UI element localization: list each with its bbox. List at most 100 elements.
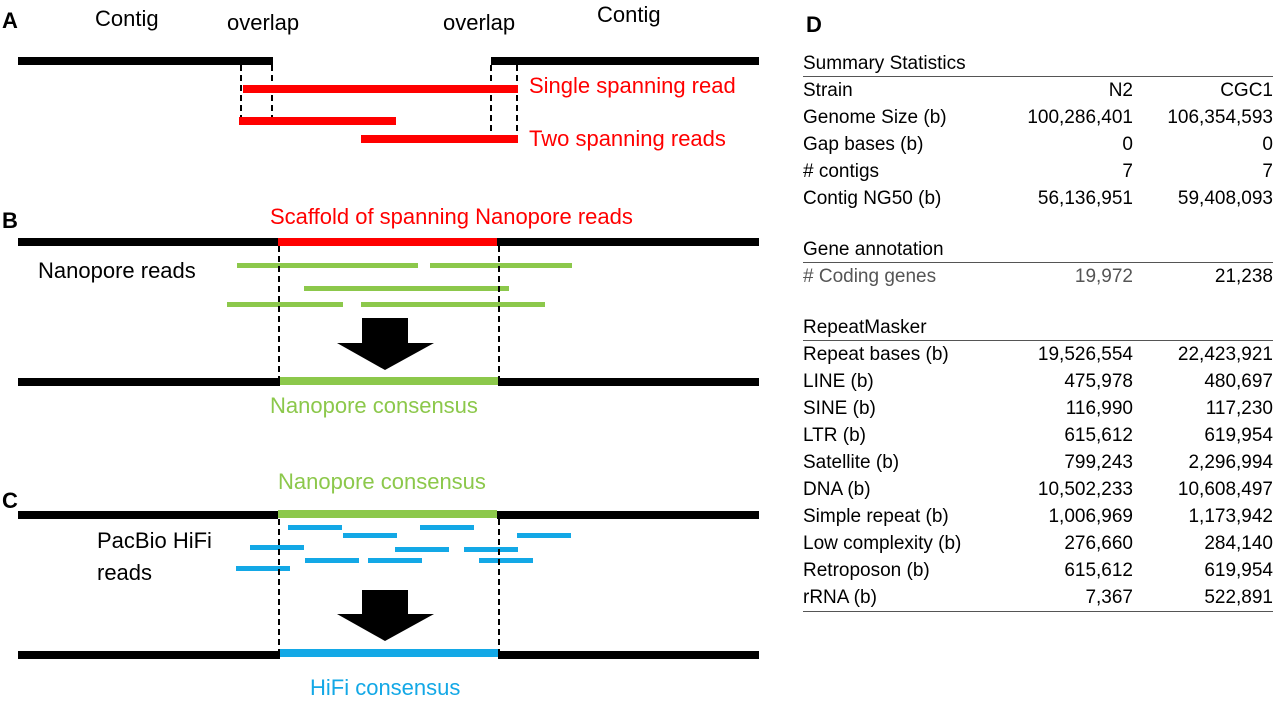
row-label: Gap bases (b) bbox=[803, 134, 924, 155]
table-row: Contig NG50 (b) 56,136,951 59,408,093 bbox=[803, 185, 1273, 212]
table-row: Satellite (b) 799,243 2,296,994 bbox=[803, 449, 1273, 476]
table-row: Simple repeat (b) 1,006,969 1,173,942 bbox=[803, 503, 1273, 530]
nanopore-consensus-bar bbox=[278, 510, 497, 518]
row-label: # Coding genes bbox=[803, 266, 937, 287]
cgc1-value: 284,140 bbox=[1204, 533, 1273, 554]
table-row: Gap bases (b) 0 0 bbox=[803, 131, 1273, 158]
n2-value: 116,990 bbox=[1065, 398, 1133, 419]
table-row: rRNA (b) 7,367 522,891 bbox=[803, 584, 1273, 612]
table-row: Genome Size (b) 100,286,401 106,354,593 bbox=[803, 104, 1273, 131]
cgc1-value: 106,354,593 bbox=[1167, 107, 1273, 128]
n2-value: 19,526,554 bbox=[1037, 344, 1133, 365]
row-label: Low complexity (b) bbox=[803, 533, 962, 554]
contig-right-bar-bottom bbox=[498, 651, 759, 659]
hifi-read bbox=[420, 525, 474, 530]
row-label: Contig NG50 (b) bbox=[803, 188, 942, 209]
hifi-reads bbox=[236, 525, 571, 571]
table-row: LTR (b) 615,612 619,954 bbox=[803, 422, 1273, 449]
contig-right-bar-top bbox=[497, 511, 759, 519]
cgc1-value: 2,296,994 bbox=[1188, 452, 1273, 473]
panel-a: A Contig overlap overlap Contig Single s… bbox=[2, 2, 759, 151]
contig-left-bar-bottom bbox=[18, 651, 280, 659]
n2-value: 1,006,969 bbox=[1048, 506, 1133, 527]
spanning-read-2-bar bbox=[361, 135, 518, 143]
n2-value: 10,502,233 bbox=[1037, 479, 1133, 500]
row-label: Satellite (b) bbox=[803, 452, 900, 473]
contig-left-label: Contig bbox=[95, 6, 159, 31]
table-row: # Coding genes 19,972 21,238 bbox=[803, 263, 1273, 290]
cgc1-value: 10,608,497 bbox=[1177, 479, 1273, 500]
hifi-read bbox=[395, 547, 449, 552]
single-spanning-read-label: Single spanning read bbox=[529, 73, 736, 98]
n2-value: 7,367 bbox=[1085, 587, 1133, 608]
cgc1-value: 7 bbox=[1262, 161, 1273, 182]
nanopore-read bbox=[227, 302, 343, 307]
pacbio-hifi-reads-label-line2: reads bbox=[97, 560, 152, 585]
section-title-repeatmasker: RepeatMasker bbox=[803, 316, 1273, 341]
hifi-read bbox=[368, 558, 422, 563]
row-label: Strain bbox=[803, 80, 853, 101]
contig-left-bar bbox=[18, 57, 273, 65]
section-title-gene-annotation: Gene annotation bbox=[803, 238, 1273, 263]
n2-value: 56,136,951 bbox=[1037, 188, 1133, 209]
cgc1-value: 522,891 bbox=[1204, 587, 1273, 608]
nanopore-consensus-bar bbox=[280, 377, 498, 385]
table-row: SINE (b) 116,990 117,230 bbox=[803, 395, 1273, 422]
cgc1-value: 0 bbox=[1262, 134, 1273, 155]
panel-letter-b: B bbox=[2, 208, 18, 233]
hifi-read bbox=[305, 558, 359, 563]
scaffold-bar bbox=[278, 238, 497, 246]
hifi-consensus-label: HiFi consensus bbox=[310, 675, 460, 700]
hifi-read bbox=[517, 533, 571, 538]
table-row: Repeat bases (b) 19,526,554 22,423,921 bbox=[803, 341, 1273, 368]
nanopore-reads-label: Nanopore reads bbox=[38, 258, 196, 283]
hifi-read bbox=[464, 547, 518, 552]
hifi-read bbox=[250, 545, 304, 550]
n2-value: 615,612 bbox=[1064, 425, 1133, 446]
contig-right-bar bbox=[491, 57, 759, 65]
contig-right-bar-top bbox=[497, 238, 759, 246]
table-row: DNA (b) 10,502,233 10,608,497 bbox=[803, 476, 1273, 503]
nanopore-consensus-top-label: Nanopore consensus bbox=[278, 469, 486, 494]
table-row: Strain N2 CGC1 bbox=[803, 77, 1273, 104]
row-label: Repeat bases (b) bbox=[803, 344, 949, 365]
section-spacer bbox=[803, 290, 1273, 316]
n2-value: 615,612 bbox=[1064, 560, 1133, 581]
hifi-read bbox=[479, 558, 533, 563]
n2-value: 799,243 bbox=[1064, 452, 1133, 473]
contig-left-bar-top bbox=[18, 511, 278, 519]
n2-value: 19,972 bbox=[1074, 266, 1133, 287]
row-label: LTR (b) bbox=[803, 425, 866, 446]
panel-b: B Scaffold of spanning Nanopore reads Na… bbox=[2, 204, 759, 418]
panel-letter-c: C bbox=[2, 488, 18, 513]
two-spanning-reads-label: Two spanning reads bbox=[529, 126, 726, 151]
row-label: DNA (b) bbox=[803, 479, 871, 500]
single-spanning-read-bar bbox=[243, 85, 518, 93]
down-arrow-icon bbox=[337, 318, 434, 370]
table-row: # contigs 7 7 bbox=[803, 158, 1273, 185]
contig-right-bar-bottom bbox=[498, 378, 759, 386]
section-spacer bbox=[803, 212, 1273, 238]
assembly-statistics-table: Summary Statistics Strain N2 CGC1 Genome… bbox=[803, 52, 1273, 612]
n2-value: 0 bbox=[1122, 134, 1133, 155]
n2-value: 475,978 bbox=[1064, 371, 1133, 392]
row-label: Simple repeat (b) bbox=[803, 506, 949, 527]
row-label: Retroposon (b) bbox=[803, 560, 930, 581]
nanopore-read bbox=[304, 286, 509, 291]
cgc1-value: 619,954 bbox=[1204, 425, 1273, 446]
panel-letter-d: D bbox=[806, 12, 822, 37]
cgc1-value: 59,408,093 bbox=[1177, 188, 1273, 209]
cgc1-value: 21,238 bbox=[1214, 266, 1273, 287]
cgc1-value: CGC1 bbox=[1220, 80, 1273, 101]
spanning-read-1-bar bbox=[239, 117, 396, 125]
panel-letter-a: A bbox=[2, 8, 18, 33]
n2-value: 276,660 bbox=[1064, 533, 1133, 554]
n2-value: 100,286,401 bbox=[1027, 107, 1133, 128]
down-arrow-icon bbox=[337, 590, 434, 641]
n2-value: N2 bbox=[1108, 80, 1133, 101]
overlap-right-label: overlap bbox=[443, 10, 515, 35]
cgc1-value: 619,954 bbox=[1204, 560, 1273, 581]
row-label: Genome Size (b) bbox=[803, 107, 947, 128]
assembly-diagram: A Contig overlap overlap Contig Single s… bbox=[2, 2, 759, 700]
cgc1-value: 480,697 bbox=[1204, 371, 1273, 392]
